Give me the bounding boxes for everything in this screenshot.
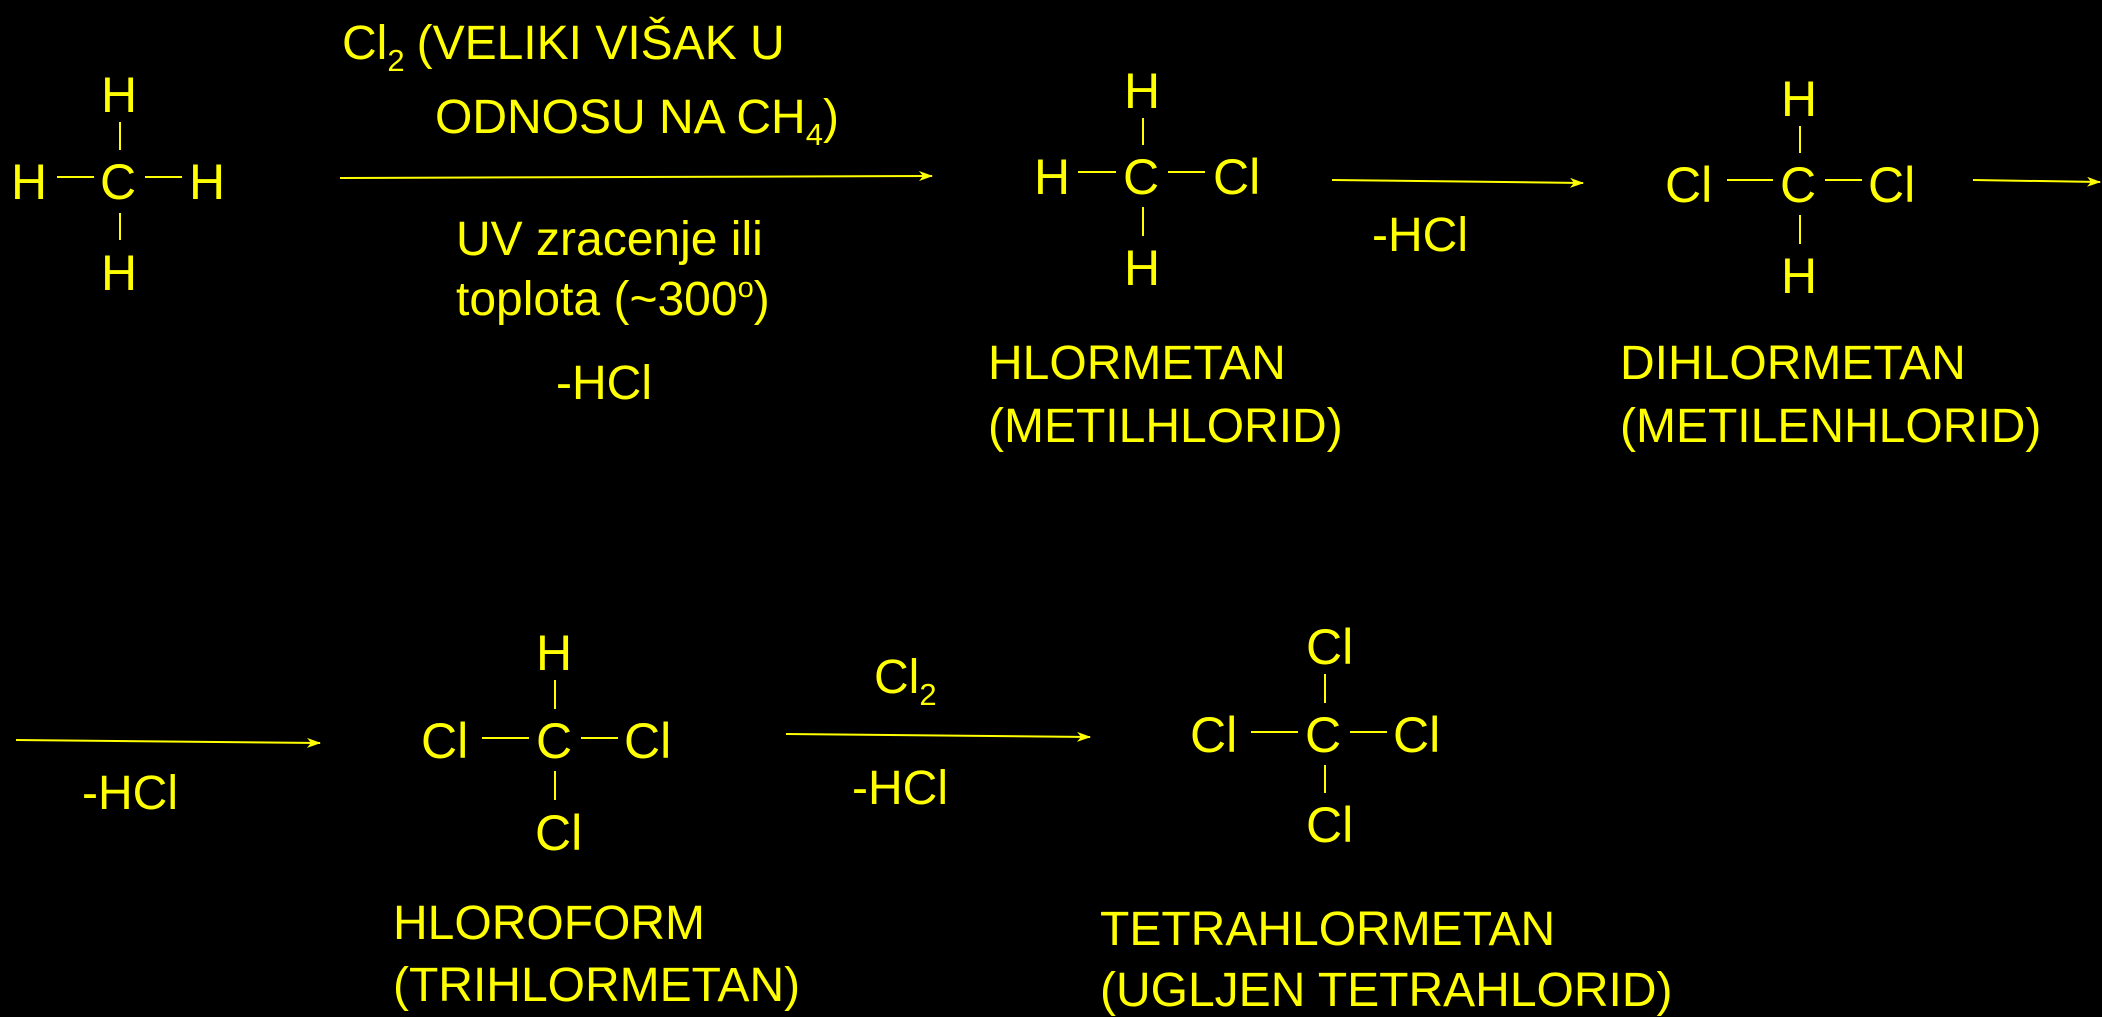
step1-byproduct: -HCl: [556, 357, 652, 410]
reaction-arrow-2: [1331, 177, 1584, 188]
step4-byproduct: -HCl: [852, 762, 948, 815]
methane-center-atom: C: [100, 154, 137, 210]
step4-reagent-subscript: 2: [919, 677, 937, 712]
chloromethane-center-atom: C: [1123, 149, 1160, 205]
step1-condition-uv: UV zracenje ili: [456, 213, 763, 266]
dichloromethane-left-atom: Cl: [1665, 157, 1713, 213]
step4-reagent: Cl2: [874, 651, 937, 711]
reaction-arrow-5: [785, 731, 1091, 742]
tetrachloromethane-bottom-atom: Cl: [1306, 797, 1354, 853]
reaction-arrow-1: [339, 171, 933, 182]
dichloromethane-bottom-atom: H: [1781, 248, 1818, 304]
chloromethane-alt-name: (METILHLORID): [988, 400, 1343, 453]
tetrachloromethane-name: TETRAHLORMETAN: [1100, 903, 1556, 956]
step1-ratio-text: ODNOSU NA CH: [435, 91, 806, 144]
dichloromethane-alt-name: (METILENHLORID): [1620, 400, 2042, 453]
chloromethane-bottom-atom: H: [1124, 240, 1161, 296]
methane-top-atom: H: [101, 67, 138, 123]
step1-ratio-close: ): [822, 91, 839, 144]
step1-ratio-subscript: 4: [805, 117, 823, 152]
step4-reagent-symbol: Cl: [874, 651, 920, 704]
tetrachloromethane-alt-name: (UGLJEN TETRAHLORID): [1100, 964, 1673, 1017]
step1-reagent: Cl: [342, 17, 388, 70]
chloroform-right-atom: Cl: [624, 713, 672, 769]
step1-heat-close: ): [753, 273, 770, 326]
chloroform-center-atom: C: [536, 713, 573, 769]
step1-degree-superscript: o: [737, 272, 754, 304]
chloromethane-name: HLORMETAN: [988, 337, 1286, 390]
chloroform-name: HLOROFORM: [393, 897, 705, 950]
dichloromethane-right-atom: Cl: [1868, 157, 1916, 213]
chloroform-left-atom: Cl: [421, 713, 469, 769]
methane-right-atom: H: [189, 154, 226, 210]
methane-bottom-atom: H: [101, 245, 138, 301]
chloromethane-right-atom: Cl: [1213, 149, 1261, 205]
dichloromethane-center-atom: C: [1780, 157, 1817, 213]
chloromethane-top-atom: H: [1124, 63, 1161, 119]
dichloromethane-top-atom: H: [1781, 71, 1818, 127]
dichloromethane-name: DIHLORMETAN: [1620, 337, 1966, 390]
chloromethane-left-atom: H: [1034, 149, 1071, 205]
tetrachloromethane-top-atom: Cl: [1306, 619, 1354, 675]
step1-conditions-line1: Cl2 (VELIKI VIŠAK U: [342, 17, 785, 77]
step1-condition-heat: toplota (~300o): [456, 273, 770, 326]
chloroform-alt-name: (TRIHLORMETAN): [393, 959, 801, 1012]
step2-byproduct: -HCl: [1372, 209, 1468, 262]
reaction-arrow-4: [15, 737, 321, 748]
chloroform-bottom-atom: Cl: [535, 805, 583, 861]
step3-byproduct: -HCl: [82, 767, 178, 820]
step1-conditions-line2: ODNOSU NA CH4): [435, 91, 839, 151]
methane-left-atom: H: [11, 154, 48, 210]
tetrachloromethane-center-atom: C: [1305, 707, 1342, 763]
reaction-arrow-3: [1972, 176, 2101, 187]
step1-excess-note: (VELIKI VIŠAK U: [416, 17, 785, 70]
tetrachloromethane-left-atom: Cl: [1190, 707, 1238, 763]
tetrachloromethane-right-atom: Cl: [1393, 707, 1441, 763]
chloroform-top-atom: H: [536, 625, 573, 681]
step1-heat-text: toplota (~300: [456, 273, 738, 326]
step1-reagent-subscript: 2: [387, 43, 405, 78]
